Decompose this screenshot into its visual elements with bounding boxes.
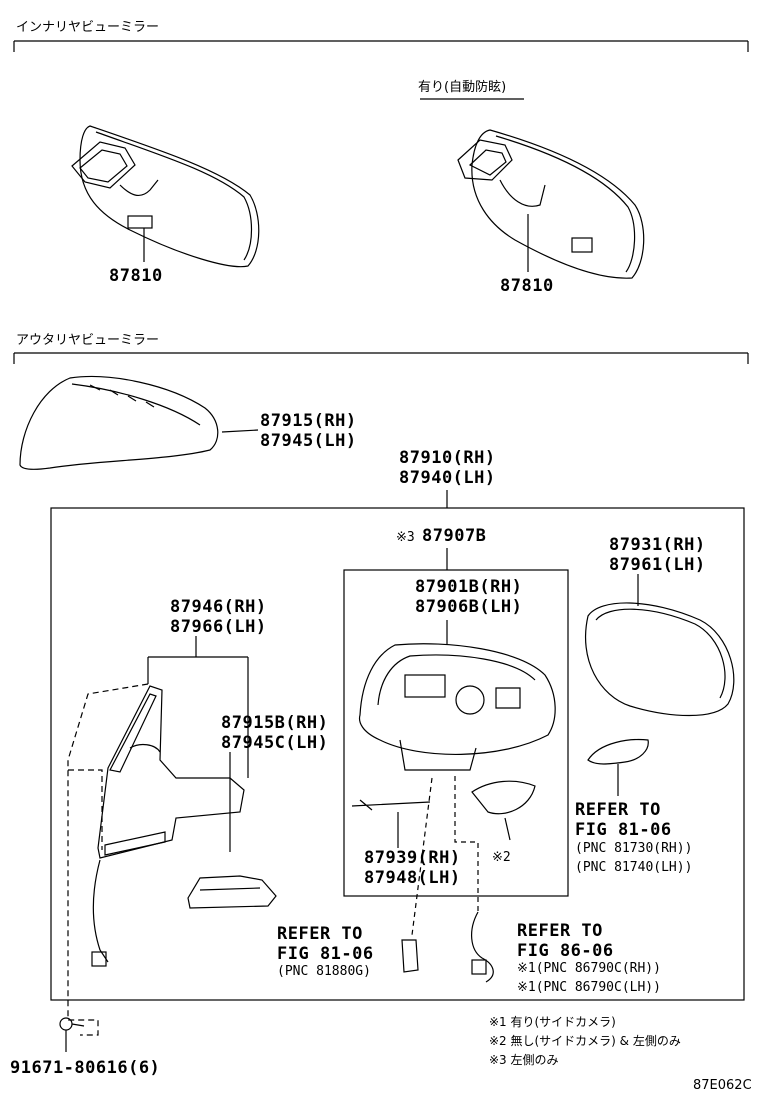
assembly-box [50,507,745,1001]
ref-81-06-right-line2: FIG 81-06 [575,820,672,840]
note-2: ※2 無し(サイドカメラ) & 左側のみ [489,1034,681,1048]
camera-harness-drawing [471,911,494,983]
cover-b-drawing [187,752,277,909]
ref-86-06-line3: ※1(PNC 86790C(RH)) [517,961,661,976]
mirror-glass-drawing [584,574,735,717]
bracket-drawing [91,636,249,967]
ref-81-06-bottom-line1: REFER TO [277,924,363,944]
ref-86-06-line4: ※1(PNC 86790C(LH)) [517,980,661,995]
part-number-assy-lh: 87940(LH) [399,468,496,488]
part-number-mirror-lh: 87961(LH) [609,555,706,575]
figure-code: 87E062C [693,1078,752,1093]
bulb-drawing [401,939,419,973]
screw-drawing [59,1017,85,1052]
ref-86-06-line2: FIG 86-06 [517,941,614,961]
part-number-87907b: 87907B [422,526,487,546]
note-1: ※1 有り(サイドカメラ) [489,1015,616,1029]
section-title-inner-mirror: インナリヤビューミラー [16,20,160,35]
ref-81-06-bottom-line3: (PNC 81880G) [277,964,371,979]
lamp-drawing [471,780,536,841]
variant-label: 有り(自動防眩) [418,80,507,95]
part-number-screw: 91671-80616(6) [10,1058,161,1078]
part-number-cover-b-rh: 87915B(RH) [221,713,329,733]
part-number-housing-lh: 87906B(LH) [415,597,523,617]
part-number-housing-rh: 87901B(RH) [415,577,523,597]
outer-cover-drawing [19,375,259,470]
ref-81-06-right-line4: (PNC 81740(LH)) [575,860,693,875]
ref-81-06-bottom-line2: FIG 81-06 [277,944,374,964]
section-line-inner [13,40,749,52]
part-number-bracket-lh: 87966(LH) [170,617,267,637]
ref-86-06-line1: REFER TO [517,921,603,941]
inner-mirror-left-drawing [71,125,260,268]
mark-note-3: ※3 [396,530,415,545]
part-number-assy-rh: 87910(RH) [399,448,496,468]
section-line-outer [13,352,749,364]
ref-81-06-right-line1: REFER TO [575,800,661,820]
part-number-inner-right: 87810 [500,276,554,296]
part-number-inner-left: 87810 [109,266,163,286]
dashed-outline [67,683,149,1036]
part-number-bracket-rh: 87946(RH) [170,597,267,617]
inner-mirror-right-drawing [457,129,645,279]
part-number-cover-rh: 87915(RH) [260,411,357,431]
part-number-cover-lh: 87945(LH) [260,431,357,451]
subassembly-box [343,569,569,897]
mark-note-2: ※2 [492,850,511,865]
turn-signal-drawing [587,738,649,796]
part-number-lamp-lh: 87948(LH) [364,868,461,888]
housing-drawing [351,620,556,838]
part-number-cover-c-lh: 87945C(LH) [221,733,329,753]
note-3: ※3 左側のみ [489,1053,559,1067]
part-number-mirror-rh: 87931(RH) [609,535,706,555]
section-title-outer-mirror: アウタリヤビューミラー [16,333,160,348]
part-number-lamp-rh: 87939(RH) [364,848,461,868]
ref-81-06-right-line3: (PNC 81730(RH)) [575,841,693,856]
